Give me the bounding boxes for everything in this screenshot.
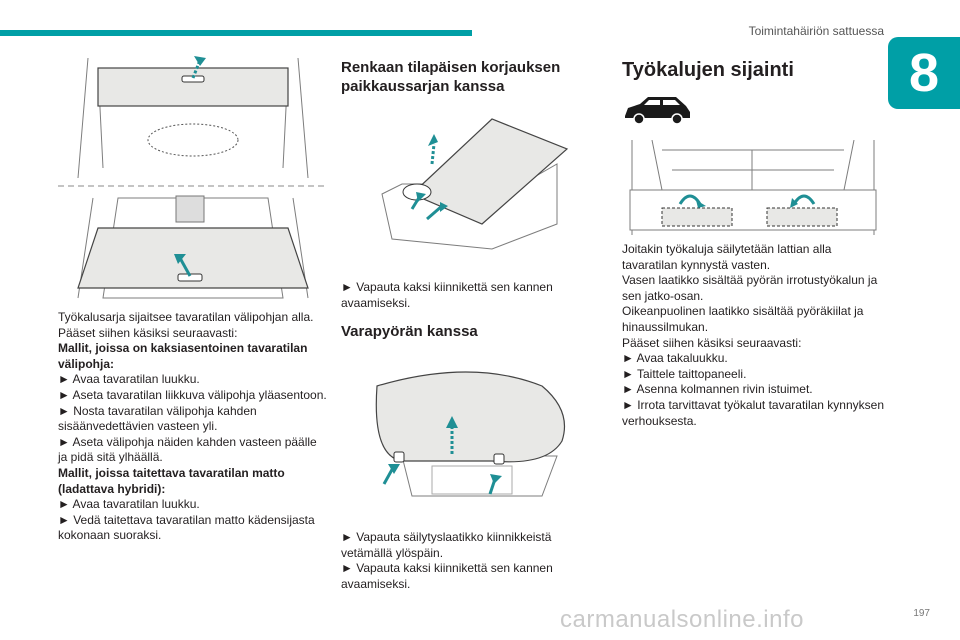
column-2-step-1: ► Vapauta kaksi kiinnikettä sen kannen a… — [341, 280, 571, 311]
intro-line: Pääset siihen käsiksi seuraavasti: — [58, 325, 238, 340]
car-silhouette-icon — [625, 97, 690, 125]
step-item: ► Taittele taittopaneeli. — [622, 366, 747, 381]
step-item: ► Aseta välipohja näiden kahden vasteen … — [58, 434, 317, 465]
column-2-steps-2: ► Vapauta säilytyslaatikko kiinnikkeistä… — [341, 530, 571, 592]
step-item: ► Nosta tavaratilan välipohja kahden sis… — [58, 403, 257, 434]
step-item: ► Vapauta kaksi kiinnikettä sen kannen a… — [341, 561, 553, 591]
step-item: ► Vedä taitettava tavaratilan matto käde… — [58, 512, 315, 543]
step-item: ► Aseta tavaratilan liikkuva välipohja y… — [58, 387, 327, 402]
page-number: 197 — [913, 608, 930, 619]
section-title: Renkaan tilapäisen korjauksen paikkaussa… — [341, 59, 561, 95]
trunk-sill-tool-boxes-illustration — [629, 140, 877, 235]
section-title: Varapyörän kanssa — [341, 323, 478, 340]
step-item: ► Irrota tarvittavat työkalut tavaratila… — [622, 397, 884, 428]
text-line: Oikeanpuolinen laatikko sisältää pyöräki… — [622, 304, 864, 334]
step-item: ► Avaa takaluukku. — [622, 351, 728, 366]
text-line: Pääset siihen käsiksi seuraavasti: — [622, 335, 802, 350]
trunk-floor-illustration — [58, 56, 328, 299]
step-item: ► Vapauta säilytyslaatikko kiinnikkeistä… — [341, 530, 552, 560]
text-line: Joitakin työkaluja säilytetään lattian a… — [622, 242, 832, 272]
column-3-text: Joitakin työkaluja säilytetään lattian a… — [622, 242, 884, 429]
step-item: ► Avaa tavaratilan luukku. — [58, 372, 200, 387]
repair-kit-illustration — [381, 118, 569, 250]
column-3-heading: Työkalujen sijainti — [622, 58, 882, 82]
watermark: carmanualsonline.info — [560, 606, 804, 633]
header-accent-bar — [0, 30, 472, 36]
spare-wheel-storage-illustration — [375, 371, 566, 497]
section-title: Työkalujen sijainti — [622, 59, 794, 81]
step-item: ► Avaa tavaratilan luukku. — [58, 497, 200, 512]
chapter-title: Toimintahäiriön sattuessa — [748, 24, 884, 38]
column-2-heading-1: Renkaan tilapäisen korjauksen paikkaussa… — [341, 58, 571, 96]
step-item: ► Asenna kolmannen rivin istuimet. — [622, 382, 813, 397]
chapter-number-badge: 8 — [888, 37, 960, 109]
section-heading: Mallit, joissa taitettava tavaratilan ma… — [58, 465, 285, 496]
step-item: ► Vapauta kaksi kiinnikettä sen kannen a… — [341, 280, 553, 310]
column-2-heading-2: Varapyörän kanssa — [341, 322, 571, 341]
intro-line: Työkalusarja sijaitsee tavaratilan välip… — [58, 310, 314, 324]
section-heading: Mallit, joissa on kaksiasentoinen tavara… — [58, 341, 308, 371]
text-line: Vasen laatikko sisältää pyörän irrotusty… — [622, 273, 878, 303]
column-1-text: Työkalusarja sijaitsee tavaratilan välip… — [58, 310, 328, 544]
